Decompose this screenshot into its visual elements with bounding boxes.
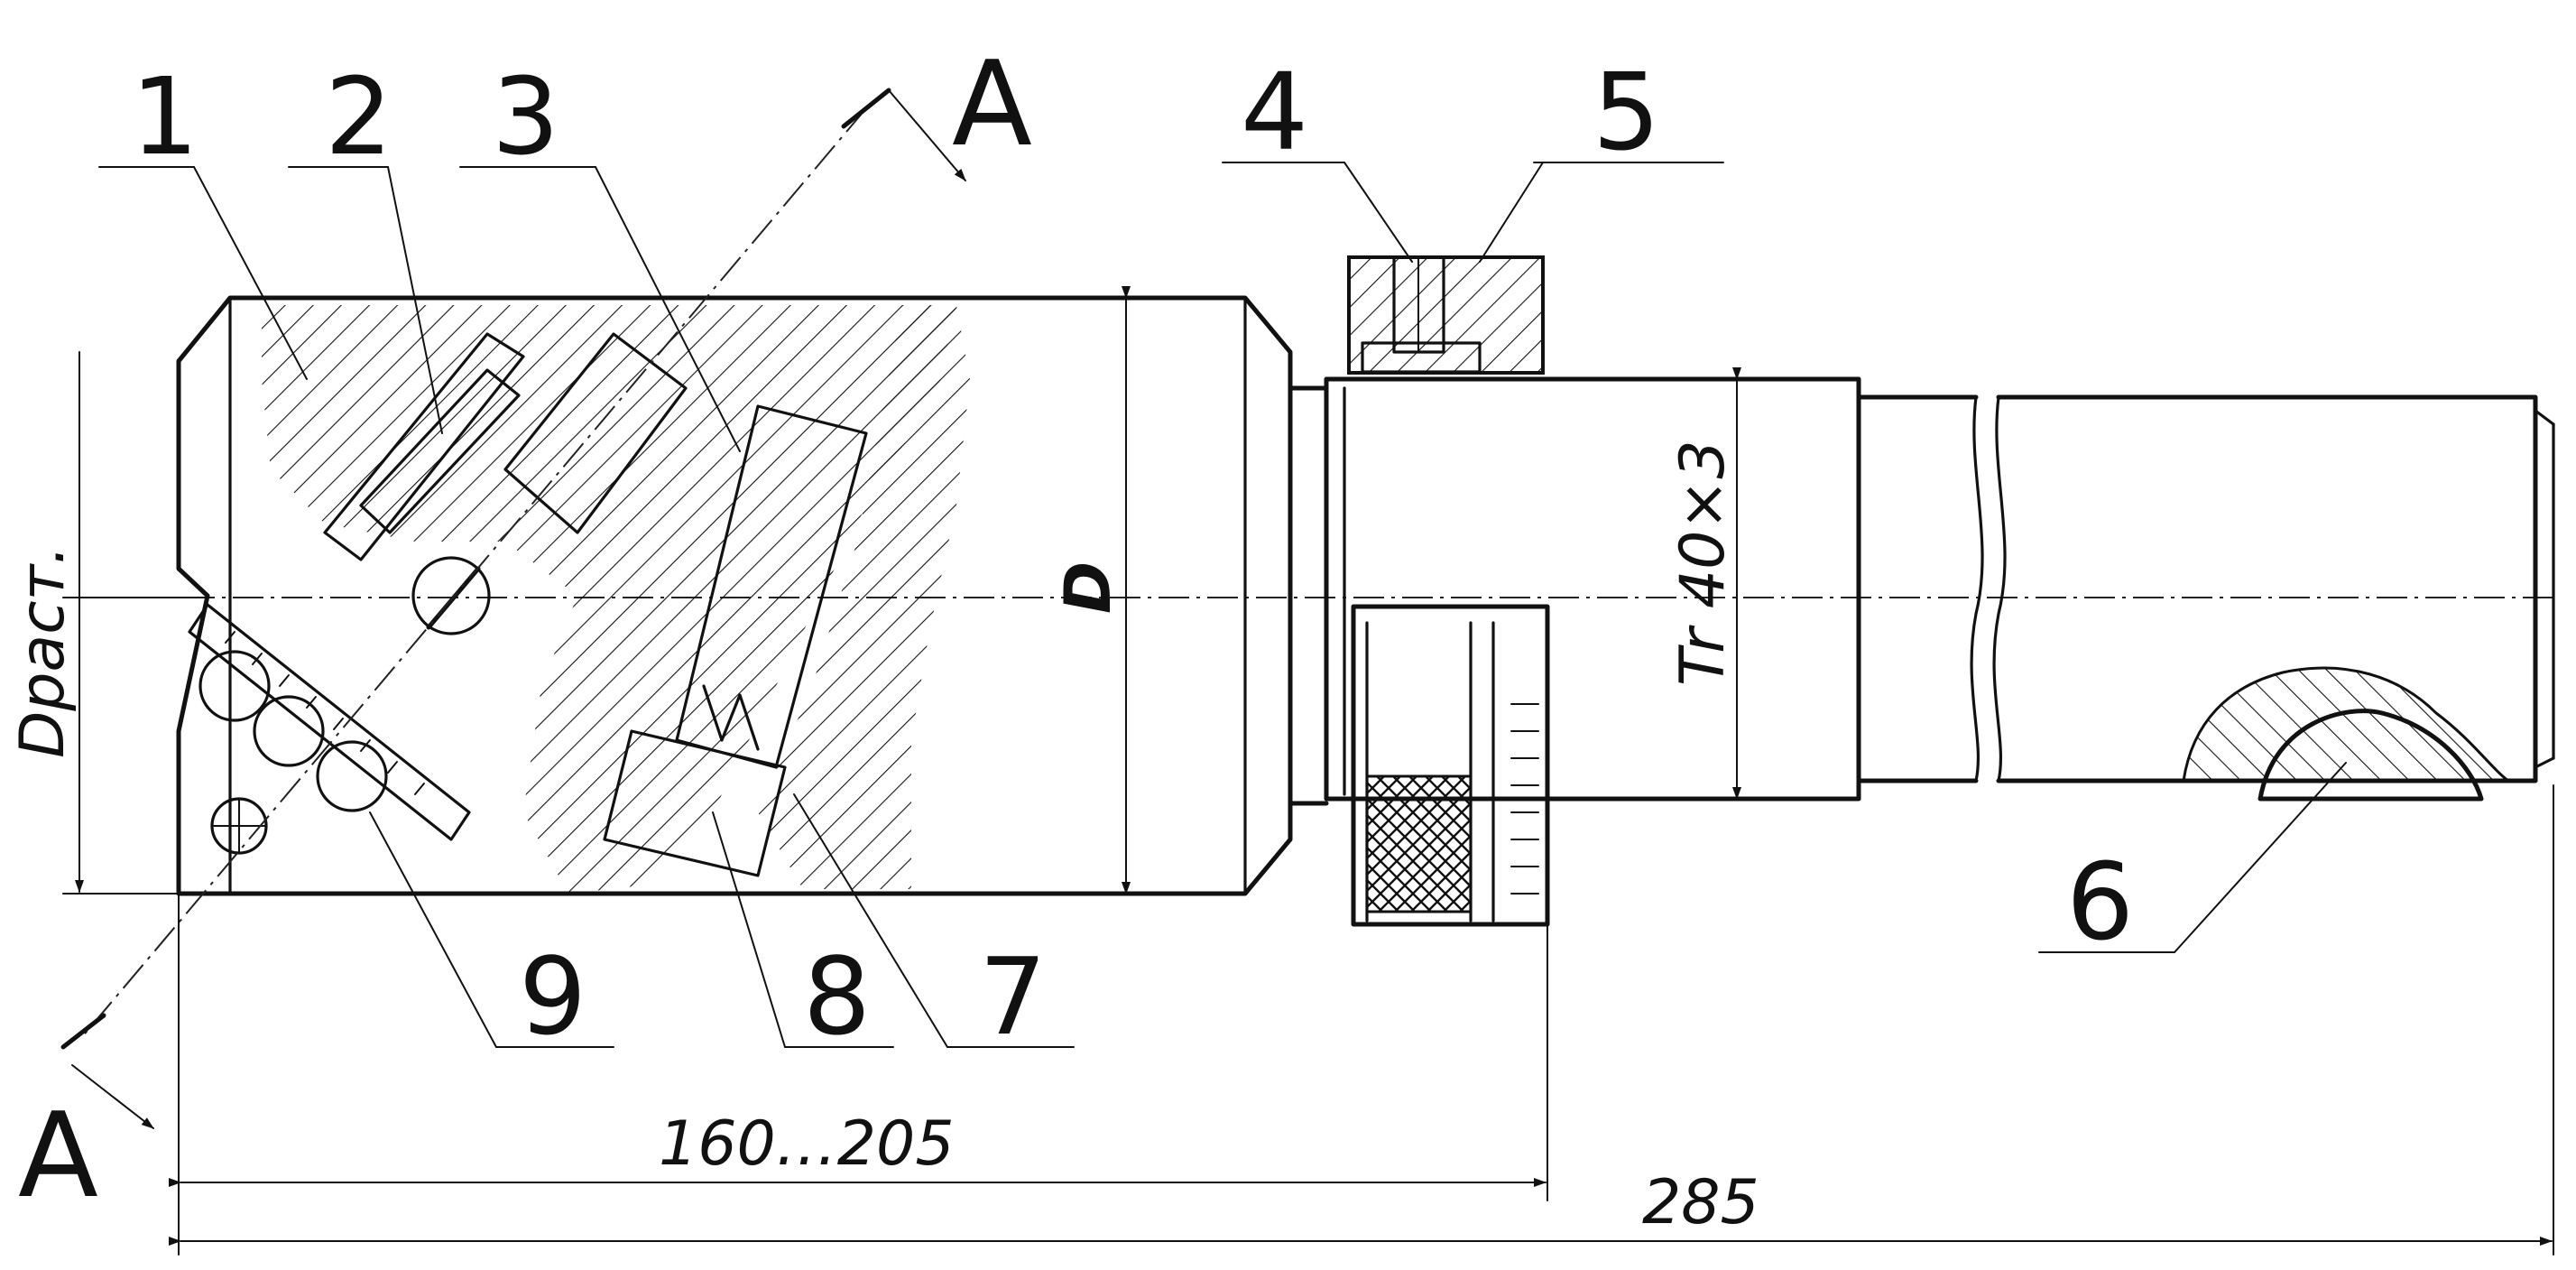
length-dimensions — [62, 351, 2554, 1256]
part-label-8: 8 — [803, 934, 871, 1059]
shank — [1288, 367, 2555, 806]
adjust-nut — [1351, 604, 1550, 927]
leader-lines — [98, 162, 2347, 1048]
part-label-3: 3 — [492, 54, 559, 179]
part-label-1: 1 — [131, 54, 199, 179]
section-mark-top: А — [952, 35, 1032, 172]
pin — [411, 556, 491, 635]
part-label-5: 5 — [1593, 50, 1660, 174]
nut-8 — [603, 729, 787, 877]
part-label-6: 6 — [2066, 839, 2134, 964]
part-label-2: 2 — [325, 54, 392, 179]
body-section-upper — [262, 305, 956, 894]
scale-wedge — [188, 603, 471, 841]
dim-d-label: D — [1051, 561, 1125, 614]
part-labels: 1 2 3 4 5 6 7 8 9 — [131, 50, 2134, 1059]
dim-adjust-label: 160…205 — [659, 1108, 955, 1180]
cutter-body — [176, 286, 1293, 896]
nut-scale — [1510, 703, 1539, 895]
lock-ring — [1347, 255, 1545, 375]
key-6 — [2257, 709, 2484, 802]
balls-9 — [199, 650, 388, 812]
dim-thread-label: Tr 40×3 — [1667, 440, 1739, 686]
part-label-7: 7 — [979, 934, 1047, 1059]
body-section-lower — [758, 305, 970, 889]
insert-3 — [503, 332, 688, 534]
part-label-4: 4 — [1241, 50, 1308, 174]
keyway-section — [2182, 666, 2513, 783]
dim-total-label: 285 — [1642, 1167, 1759, 1238]
section-line-a — [60, 88, 966, 1129]
slide-7 — [675, 404, 868, 769]
section-mark-bottom: А — [18, 1087, 98, 1224]
dim-dexp-label: Dраст. — [7, 545, 78, 758]
part-label-9: 9 — [519, 934, 586, 1059]
blade-2 — [359, 368, 521, 534]
